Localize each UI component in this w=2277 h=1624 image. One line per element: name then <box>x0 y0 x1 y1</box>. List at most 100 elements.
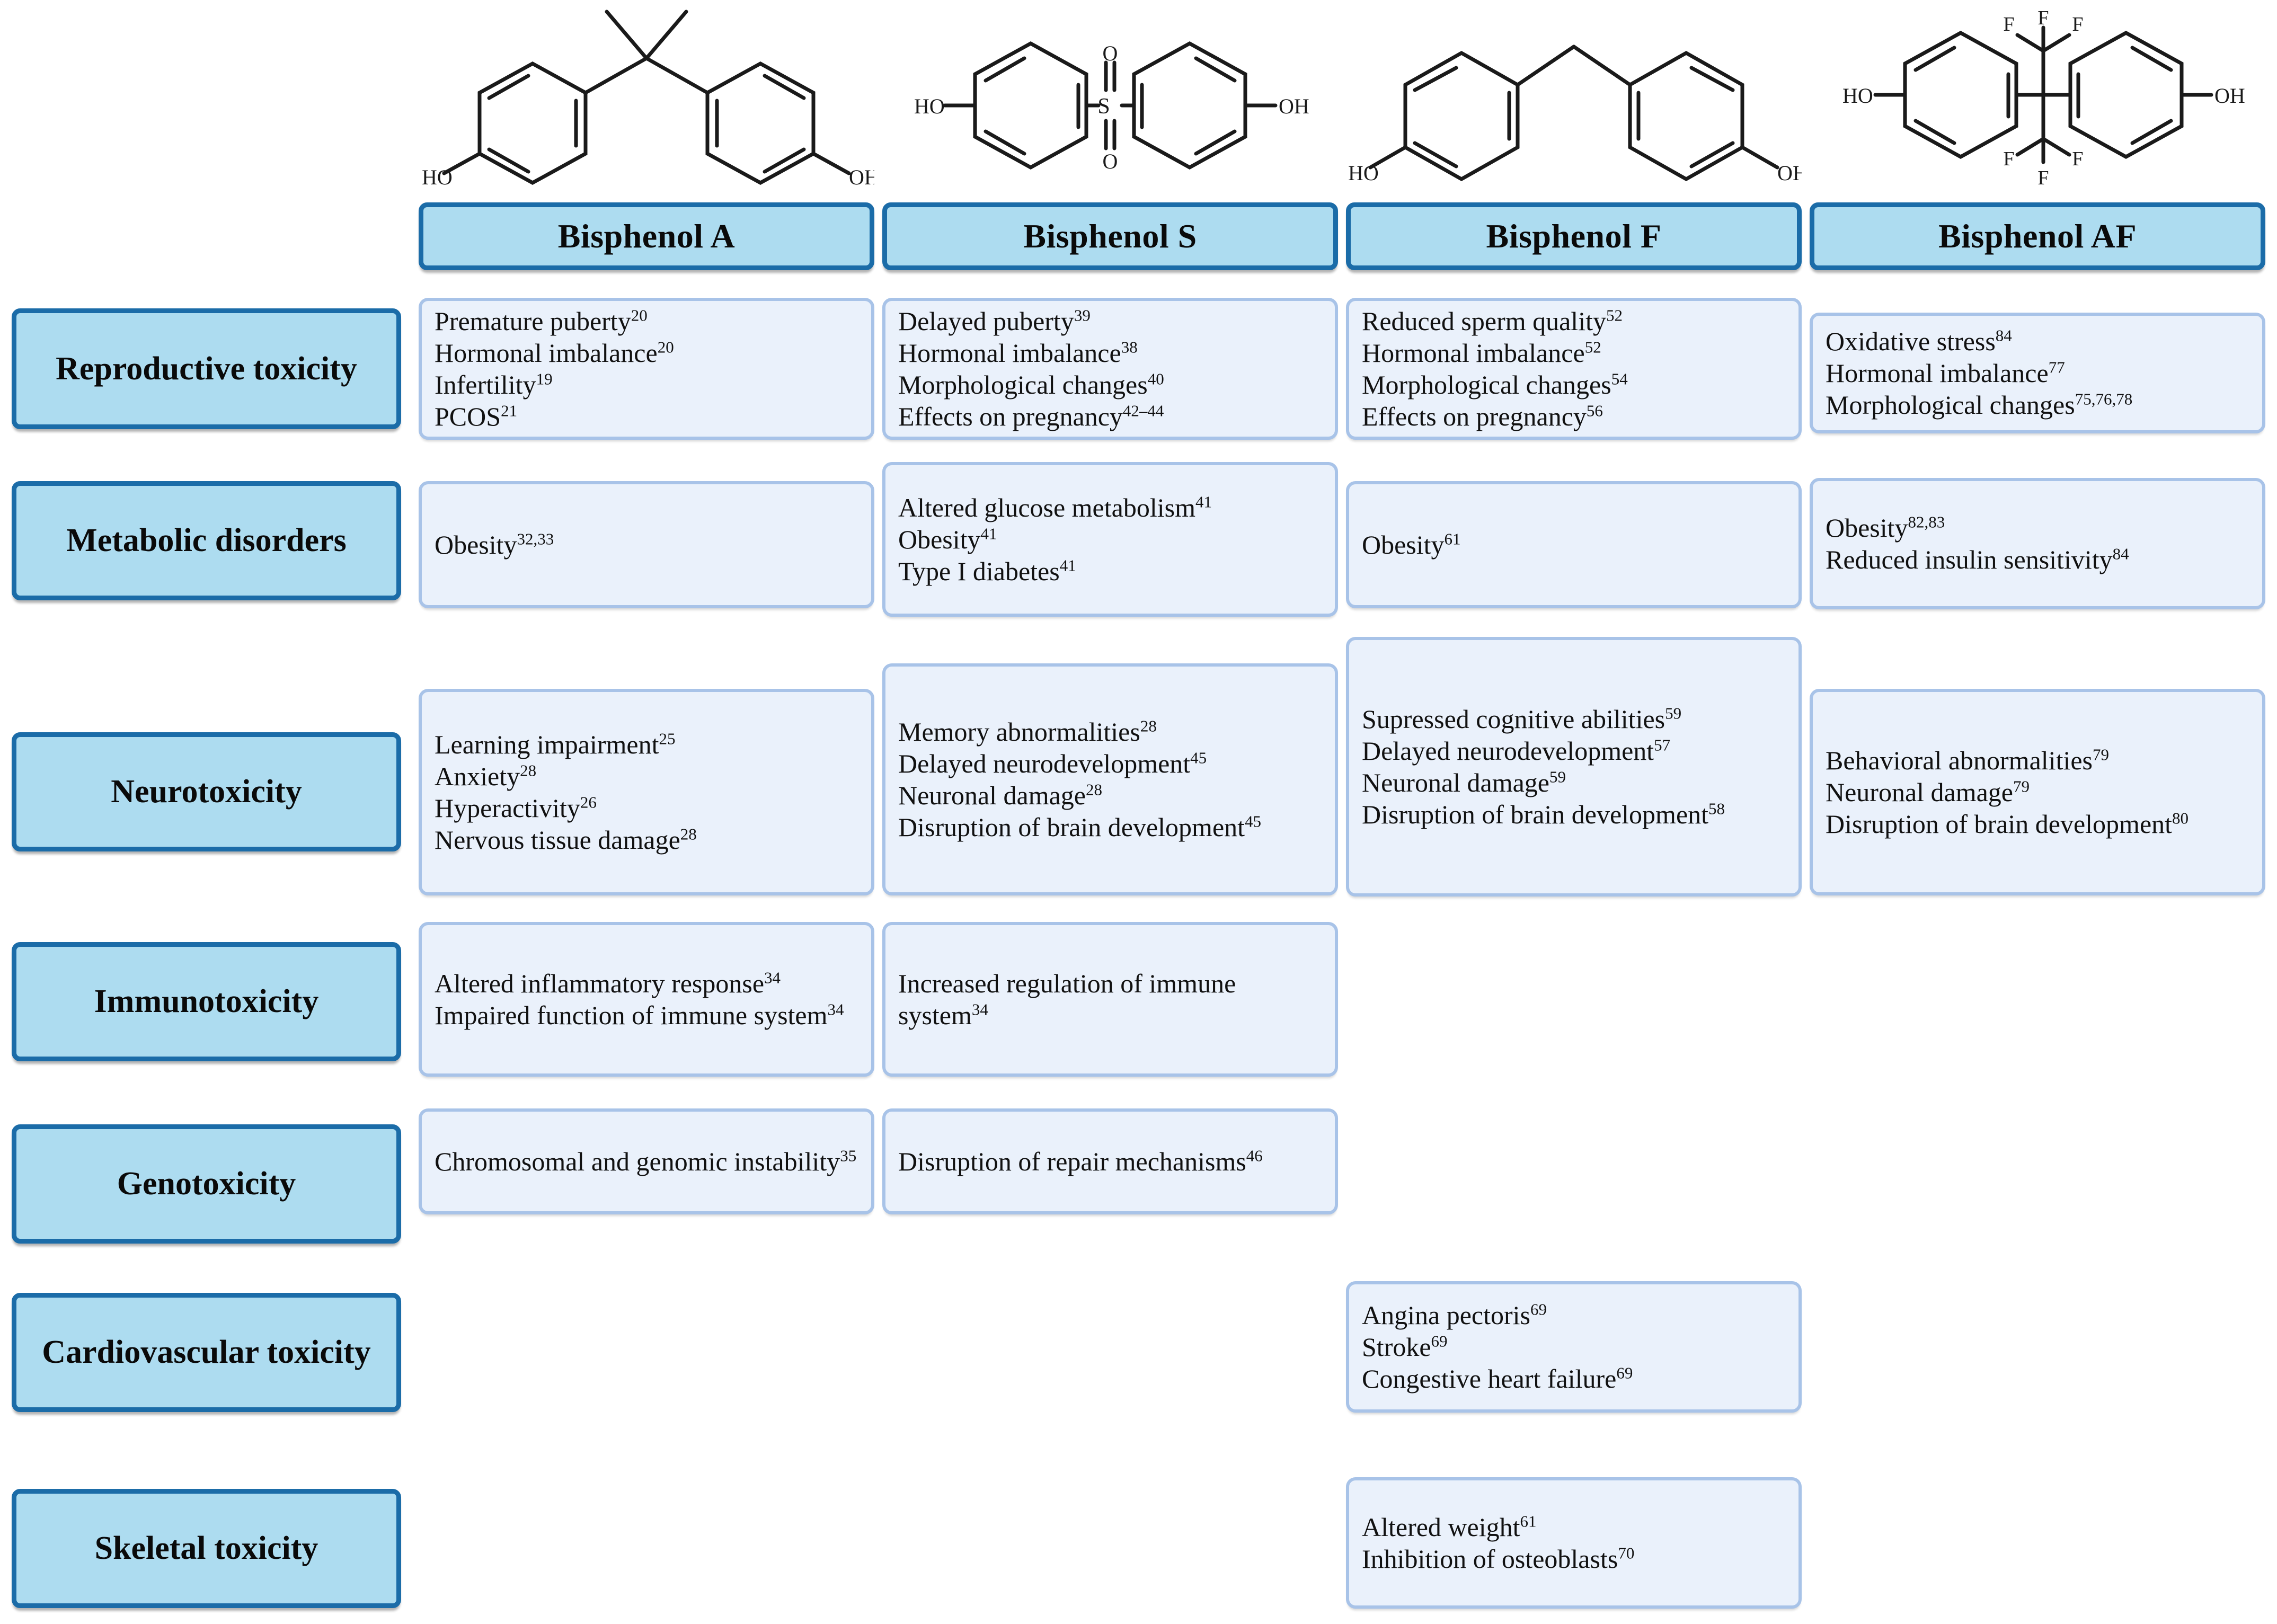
cell-effect-line: Morphological changes40 <box>898 369 1164 400</box>
citation-superscript: 28 <box>680 824 697 844</box>
hydroxyl-left-label: HO <box>422 165 453 189</box>
citation-superscript: 69 <box>1431 1332 1448 1351</box>
column-header-bisphenol-f[interactable]: Bisphenol F <box>1346 202 1802 270</box>
citation-superscript: 21 <box>501 401 518 420</box>
cell-effect-line: Increased regulation of immune system34 <box>898 969 1243 1030</box>
citation-superscript: 40 <box>1147 369 1164 388</box>
citation-superscript: 77 <box>2048 358 2065 377</box>
cell-effect-line: Hormonal imbalance20 <box>435 338 674 368</box>
cell-effect-line: Effects on pregnancy42–44 <box>898 401 1164 431</box>
hydroxyl-left-label: HO <box>1842 84 1873 108</box>
citation-superscript: 79 <box>2013 777 2030 796</box>
sulfur-label: S <box>1097 94 1110 119</box>
hydroxyl-left-label: HO <box>1348 161 1379 185</box>
row-label-neurotoxicity[interactable]: Neurotoxicity <box>12 732 401 851</box>
hydroxyl-right-label: OH <box>1777 161 1802 185</box>
citation-superscript: 79 <box>2093 745 2110 764</box>
cell-effect-line: Supressed cognitive abilities59 <box>1362 704 1682 734</box>
citation-superscript: 84 <box>1995 326 2012 345</box>
citation-superscript: 61 <box>1520 1512 1537 1531</box>
row-label-genotoxicity[interactable]: Genotoxicity <box>12 1124 401 1244</box>
citation-superscript: 35 <box>840 1146 857 1165</box>
citation-superscript: 75,76,78 <box>2075 389 2133 409</box>
column-header-label: Bisphenol AF <box>1938 217 2137 255</box>
cell-geno-bps[interactable]: Disruption of repair mechanisms46 <box>882 1108 1338 1214</box>
cell-metabolic-bpf[interactable]: Obesity61 <box>1346 481 1802 608</box>
hydroxyl-right-label: OH <box>1279 94 1309 118</box>
fluorine-label-5: F <box>2072 148 2083 170</box>
cell-effect-line: Chromosomal and genomic instability35 <box>435 1146 857 1176</box>
citation-superscript: 28 <box>520 761 537 780</box>
bisphenol-af-structure: F F F F F F HO OH <box>1810 0 2277 201</box>
row-label-text: Neurotoxicity <box>111 774 302 810</box>
cell-effect-line: Anxiety28 <box>435 761 537 791</box>
column-header-label: Bisphenol S <box>1023 217 1197 255</box>
cell-effect-line: Reduced sperm quality52 <box>1362 306 1623 336</box>
row-label-text: Reproductive toxicity <box>56 350 357 387</box>
cell-effect-line: Premature puberty20 <box>435 306 648 336</box>
bisphenol-s-structure: S O O HO OH <box>882 0 1338 201</box>
citation-superscript: 39 <box>1074 306 1091 325</box>
citation-superscript: 70 <box>1618 1543 1635 1563</box>
citation-superscript: 19 <box>536 369 553 388</box>
cell-effect-line: PCOS21 <box>435 401 518 431</box>
column-header-bisphenol-af[interactable]: Bisphenol AF <box>1810 202 2265 270</box>
cell-effect-line: Neuronal damage79 <box>1826 777 2030 807</box>
cell-effect-line: Delayed puberty39 <box>898 306 1091 336</box>
cell-effect-line: Hyperactivity26 <box>435 793 597 823</box>
citation-superscript: 41 <box>1195 492 1212 511</box>
citation-superscript: 52 <box>1606 306 1623 325</box>
cell-effect-line: Hormonal imbalance77 <box>1826 358 2065 388</box>
fluorine-label-3: F <box>2072 13 2083 36</box>
citation-superscript: 41 <box>1059 556 1076 575</box>
column-header-label: Bisphenol A <box>557 217 736 255</box>
fluorine-label-2: F <box>2003 13 2014 36</box>
cell-effect-line: Hormonal imbalance52 <box>1362 338 1601 368</box>
citation-superscript: 28 <box>1086 780 1103 799</box>
citation-superscript: 42–44 <box>1122 401 1164 420</box>
row-label-skeletal-toxicity[interactable]: Skeletal toxicity <box>12 1489 401 1608</box>
citation-superscript: 61 <box>1444 529 1461 548</box>
cell-effect-line: Reduced insulin sensitivity84 <box>1826 544 2129 574</box>
cell-effect-line: Angina pectoris69 <box>1362 1300 1547 1330</box>
hydroxyl-left-label: HO <box>914 94 945 118</box>
cell-effect-line: Obesity41 <box>898 524 997 554</box>
cell-effect-line: Hormonal imbalance38 <box>898 338 1138 368</box>
cell-immuno-bps[interactable]: Increased regulation of immune system34 <box>882 922 1338 1077</box>
row-label-reproductive-toxicity[interactable]: Reproductive toxicity <box>12 308 401 429</box>
row-label-metabolic-disorders[interactable]: Metabolic disorders <box>12 481 401 600</box>
row-label-text: Metabolic disorders <box>66 522 347 559</box>
fluorine-label-6: F <box>2037 167 2049 189</box>
column-header-bisphenol-a[interactable]: Bisphenol A <box>419 202 874 270</box>
cell-effect-line: Stroke69 <box>1362 1332 1448 1362</box>
row-label-text: Genotoxicity <box>117 1166 296 1202</box>
cell-effect-line: Infertility19 <box>435 369 553 400</box>
cell-metabolic-bpa[interactable]: Obesity32,33 <box>419 481 874 608</box>
cell-effect-line: Type I diabetes41 <box>898 556 1076 586</box>
cell-effect-line: Obesity32,33 <box>435 529 554 560</box>
citation-superscript: 28 <box>1140 716 1157 735</box>
column-header-bisphenol-s[interactable]: Bisphenol S <box>882 202 1338 270</box>
citation-superscript: 59 <box>1665 704 1682 723</box>
cell-effect-line: Disruption of brain development80 <box>1826 809 2189 839</box>
cell-geno-bpa[interactable]: Chromosomal and genomic instability35 <box>419 1108 874 1214</box>
cell-effect-line: Impaired function of immune system34 <box>435 1000 844 1030</box>
cell-effect-line: Effects on pregnancy56 <box>1362 401 1603 431</box>
row-label-immunotoxicity[interactable]: Immunotoxicity <box>12 942 401 1061</box>
citation-superscript: 20 <box>657 338 674 357</box>
row-label-cardiovascular-toxicity[interactable]: Cardiovascular toxicity <box>12 1293 401 1412</box>
